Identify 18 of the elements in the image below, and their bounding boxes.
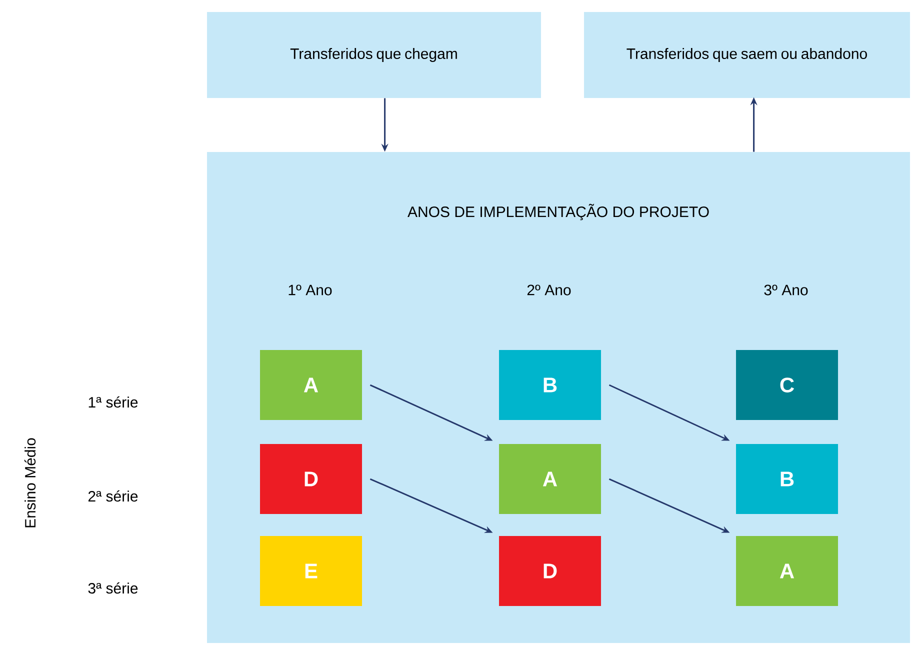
letter-box: B: [499, 350, 601, 420]
column-header: 2º Ano: [527, 284, 571, 296]
letter-box: A: [260, 350, 362, 420]
axis-title: Ensino Médio: [24, 438, 36, 528]
letter-box: E: [260, 536, 362, 606]
row-label: 2ª série: [88, 490, 138, 502]
letter-box: A: [499, 444, 601, 514]
column-header: 1º Ano: [288, 284, 332, 296]
process-box: Transferidos que chegam: [207, 12, 541, 98]
process-box: Transferidos que saem ou abandono: [584, 12, 910, 98]
letter-box: A: [736, 536, 838, 606]
row-label: 3ª série: [88, 582, 138, 594]
column-header: 3º Ano: [764, 284, 808, 296]
letter-box: D: [499, 536, 601, 606]
letter-box: B: [736, 444, 838, 514]
row-label: 1ª série: [88, 396, 138, 408]
letter-box: C: [736, 350, 838, 420]
letter-box: D: [260, 444, 362, 514]
